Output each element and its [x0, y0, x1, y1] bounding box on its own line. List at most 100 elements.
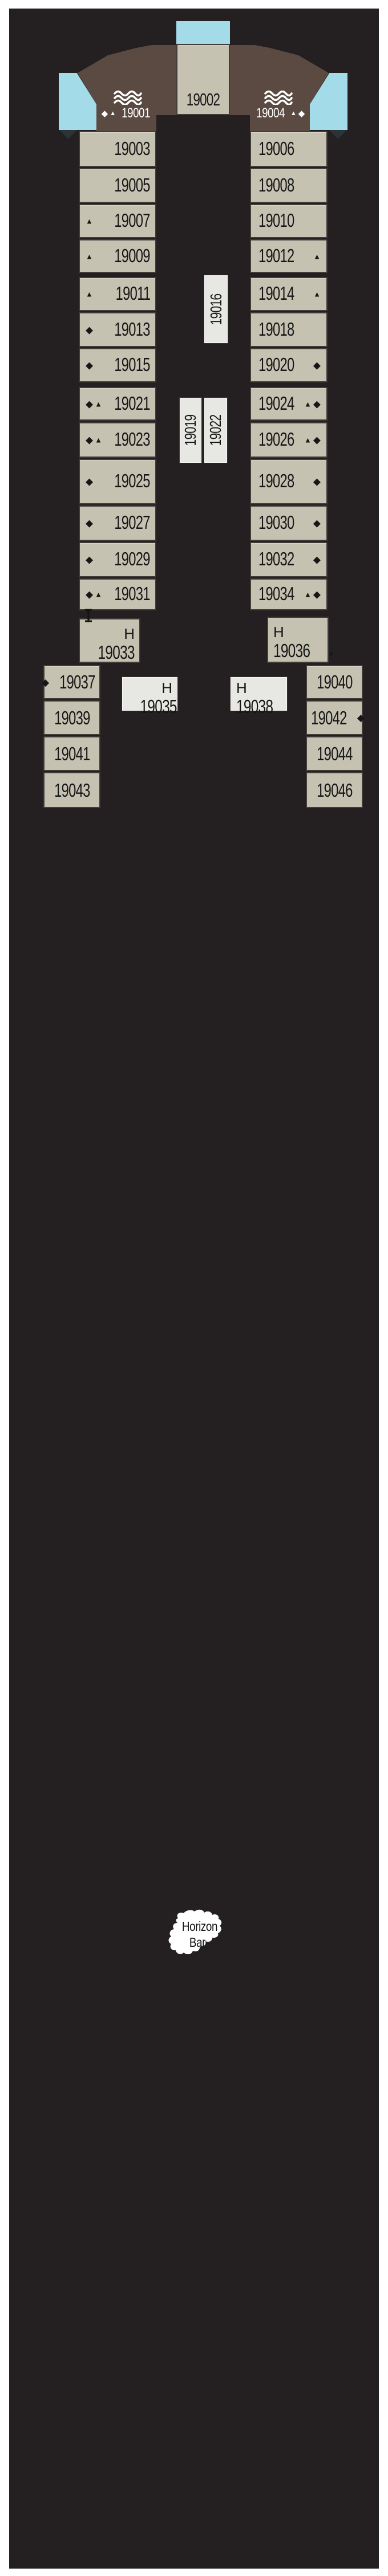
diamond-icon: ◆ — [86, 554, 94, 565]
cabin-19007: ▲19007 — [79, 204, 156, 238]
cabin-19025: ◆ 19025 — [79, 459, 156, 504]
cabin-number: 19036 — [273, 640, 310, 661]
cabin-number: 19002 — [186, 89, 220, 109]
venue-name-line1: Horizon — [181, 1919, 218, 1934]
triangle-icon: ▲ — [95, 435, 102, 445]
diamond-icon: ◆ — [313, 434, 321, 446]
triangle-icon: ▲ — [304, 590, 312, 599]
cabin-19016: 19016 — [204, 275, 228, 343]
cabin-number: 19003 — [114, 137, 151, 159]
cabin-19027: ◆ 19027 — [79, 506, 156, 541]
cabin-number: 19031 — [114, 583, 151, 605]
cabin-19041: 19041 — [43, 736, 100, 771]
cabin-19002: 19002 — [176, 44, 230, 115]
diamond-icon: ◆ — [42, 676, 50, 688]
cabin-number: 19039 — [54, 707, 90, 728]
triangle-icon: ▲ — [95, 400, 102, 408]
cabin-number: 19018 — [258, 318, 294, 340]
diamond-icon: ◆ — [86, 517, 94, 529]
cabin-19004: 19004▲◆ — [246, 89, 310, 126]
diamond-icon: ◆ — [86, 360, 94, 371]
diamond-icon: ◆ — [86, 434, 94, 446]
accessible-label: H — [161, 679, 172, 696]
cabin-19018: 19018 — [250, 312, 328, 347]
cabin-number: 19035 — [140, 696, 177, 717]
cabin-number: 19005 — [114, 174, 151, 195]
cabin-19031: ◆▲ 19031 — [79, 578, 156, 610]
cabin-19021: ◆▲ 19021 — [79, 387, 156, 421]
waves-icon — [114, 90, 142, 105]
cabin-number: 19030 — [258, 512, 294, 533]
diamond-icon: ◆ — [86, 398, 94, 409]
cabin-number: 19009 — [114, 244, 151, 266]
cabin-19043: 19043 — [43, 772, 100, 808]
diamond-icon: ◆ — [86, 589, 94, 600]
cabin-number: 19019 — [181, 414, 199, 446]
cabin-19024: ▲◆19024 — [250, 387, 328, 421]
cabin-19039: 19039 — [43, 700, 100, 735]
cabin-number: 19023 — [114, 429, 151, 450]
cabin-number: 19014 — [258, 283, 294, 304]
diamond-icon: ◆ — [298, 108, 305, 119]
triangle-icon: ▲ — [86, 252, 93, 260]
cabin-19040: 19040 — [306, 665, 363, 699]
cabin-number: 19029 — [114, 548, 151, 570]
cabin-19032: ◆19032 — [250, 542, 328, 577]
cabin-19009: ▲ 19009 — [79, 239, 156, 273]
cabin-number: 19024 — [258, 392, 294, 414]
cabin-number: 19037 — [59, 671, 95, 692]
cabin-number: 19043 — [54, 779, 90, 801]
triangle-icon: ▲ — [110, 109, 116, 117]
triangle-icon: ▲ — [86, 290, 93, 299]
waves-icon — [264, 90, 293, 105]
cabin-number: 19007 — [114, 210, 151, 231]
forward-deck-block — [176, 21, 230, 45]
cabin-number: 19021 — [114, 392, 151, 414]
cabin-number: 19016 — [207, 294, 225, 325]
cabin-19020: ◆19020 — [250, 348, 328, 382]
cabin-number: 19001 — [122, 105, 151, 121]
cabin-19034: ▲◆19034 — [250, 578, 328, 610]
cabin-number: 19011 — [115, 283, 150, 304]
cabin-number: 19028 — [258, 470, 294, 492]
accessible-label: H — [273, 623, 284, 641]
cabin-number: 19012 — [258, 244, 294, 266]
diamond-icon: ◆ — [86, 476, 94, 487]
cabin-19005: 19005 — [79, 168, 156, 203]
triangle-icon: ▲ — [290, 109, 297, 117]
cabin-number: 19010 — [258, 210, 294, 231]
cabin-19003: 19003 — [79, 131, 156, 167]
horizon-bar-venue: Horizon Bar — [167, 1909, 233, 1963]
venue-blob-shape — [168, 1909, 222, 1955]
cabin-19012: ▲19012 — [250, 239, 328, 273]
diamond-icon: ◆ — [313, 517, 321, 529]
cabin-number: 19013 — [114, 318, 151, 340]
diamond-icon: ◆ — [313, 476, 321, 487]
cabin-19011: ▲ 19011 — [79, 277, 156, 311]
cabin-number: 19040 — [316, 671, 353, 692]
cabin-number: 19044 — [316, 743, 353, 764]
cabin-19042: 19042◆ — [306, 700, 365, 735]
cabin-19028: ◆ 19028 — [250, 459, 328, 504]
diamond-icon: ◆ — [86, 324, 94, 335]
accessible-label: H — [236, 679, 247, 696]
diamond-icon: ◆ — [101, 108, 108, 119]
cabin-19029: ◆ 19029 — [79, 542, 156, 577]
cabin-number: 19032 — [258, 548, 294, 570]
cabin-number: 19038 — [236, 696, 273, 717]
cabin-number: 19034 — [258, 583, 294, 605]
cabin-number: 19025 — [114, 470, 151, 492]
triangle-icon: ▲ — [95, 590, 102, 599]
venue-name-line2: Bar — [189, 1935, 206, 1950]
cabin-number: 19042 — [311, 707, 347, 728]
cabin-number: 19027 — [114, 512, 151, 533]
cabin-number: 19015 — [114, 354, 151, 376]
cabin-19001: ◆▲ 19001 — [96, 89, 160, 126]
cabin-number: 19022 — [207, 414, 224, 446]
cabin-number: 19020 — [258, 354, 294, 376]
